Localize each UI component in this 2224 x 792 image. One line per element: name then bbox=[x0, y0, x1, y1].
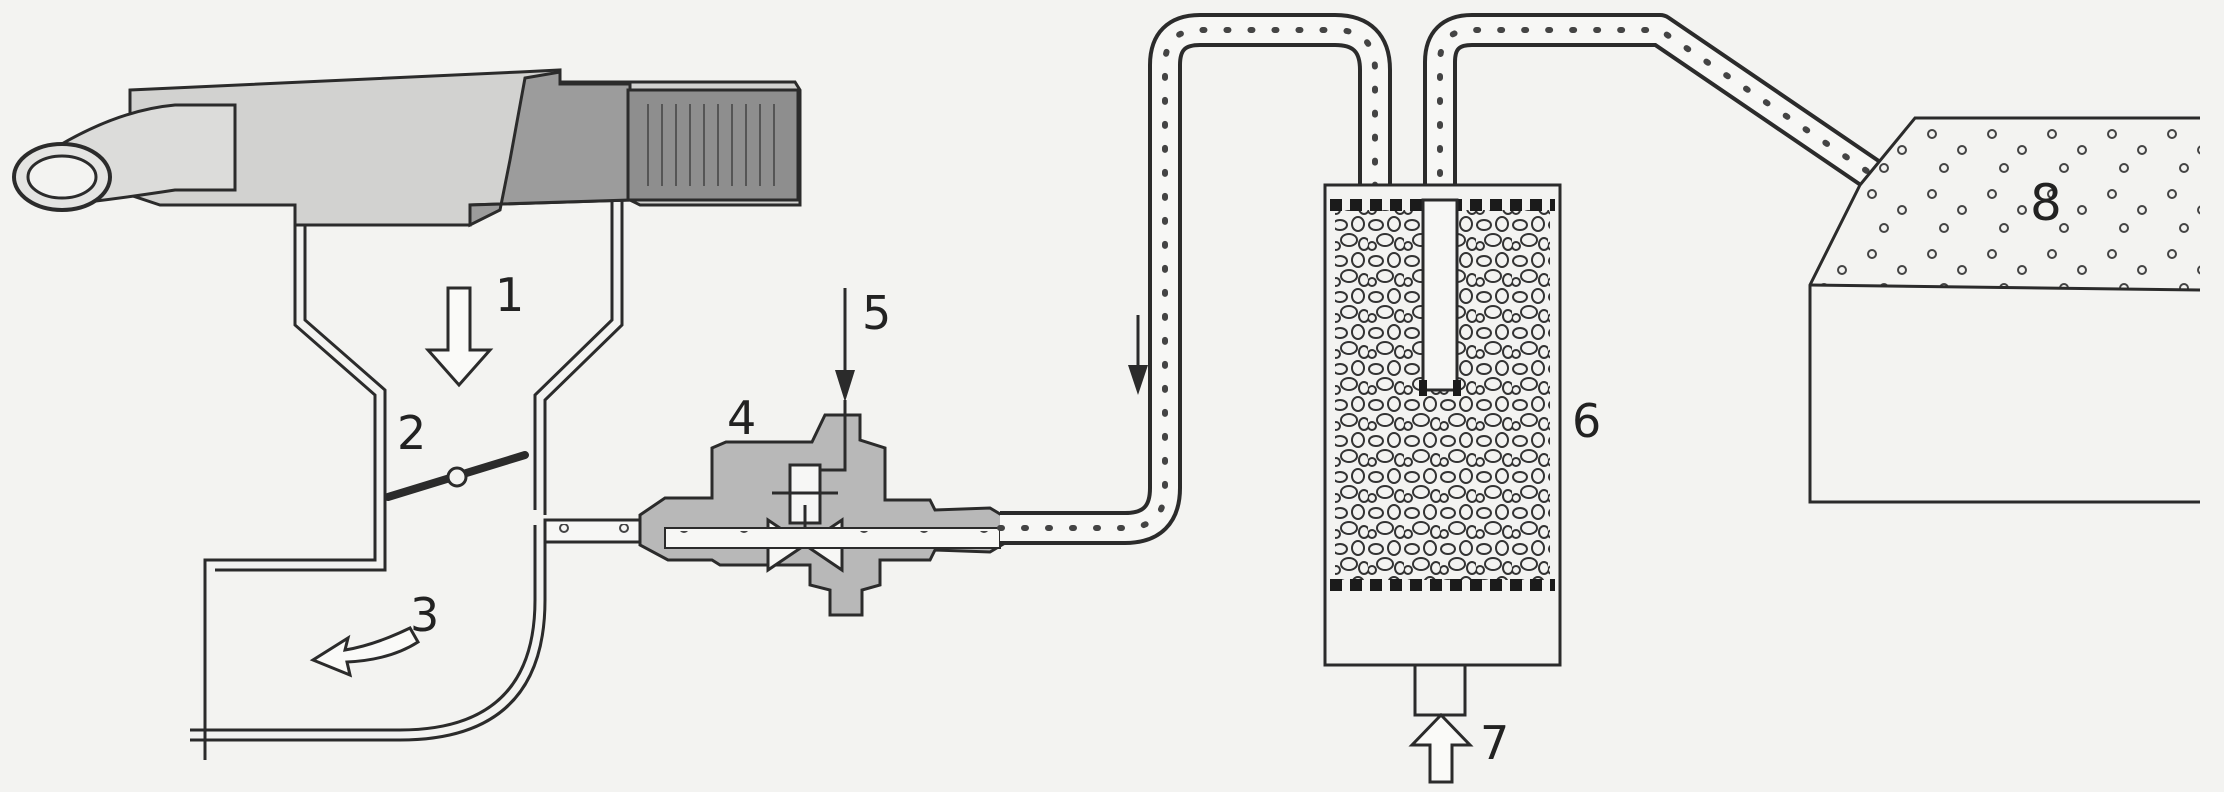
purge-flow-arrow bbox=[1128, 315, 1148, 395]
canister-fresh-air-inlet bbox=[1413, 663, 1467, 717]
callout-label-7: 7 bbox=[1480, 716, 1510, 770]
fresh-air-arrow-up bbox=[1408, 712, 1474, 784]
purge-solenoid-valve bbox=[638, 413, 1012, 617]
flow-arrow-curved bbox=[309, 626, 421, 678]
callout-label-2: 2 bbox=[397, 406, 427, 460]
throttle-body bbox=[190, 200, 624, 760]
callout-label-8: 8 bbox=[2030, 174, 2062, 232]
throttle-plate bbox=[384, 451, 529, 501]
charcoal-canister bbox=[1323, 183, 1562, 717]
vent-line bbox=[1423, 13, 1890, 393]
intake-duct bbox=[12, 68, 802, 228]
purge-line-right bbox=[997, 13, 1392, 545]
airflow-arrow-down bbox=[424, 286, 494, 388]
callout-label-1: 1 bbox=[495, 268, 525, 322]
callout-label-3: 3 bbox=[410, 588, 440, 642]
intake-pipe-dark-section bbox=[468, 70, 632, 228]
callout-label-5: 5 bbox=[862, 286, 892, 340]
fuel-vapor-space bbox=[1810, 118, 2200, 290]
callout-label-4: 4 bbox=[727, 391, 757, 445]
control-signal-arrow bbox=[820, 288, 855, 472]
callout-label-6: 6 bbox=[1572, 394, 1602, 448]
fuel-tank bbox=[1808, 116, 2201, 504]
